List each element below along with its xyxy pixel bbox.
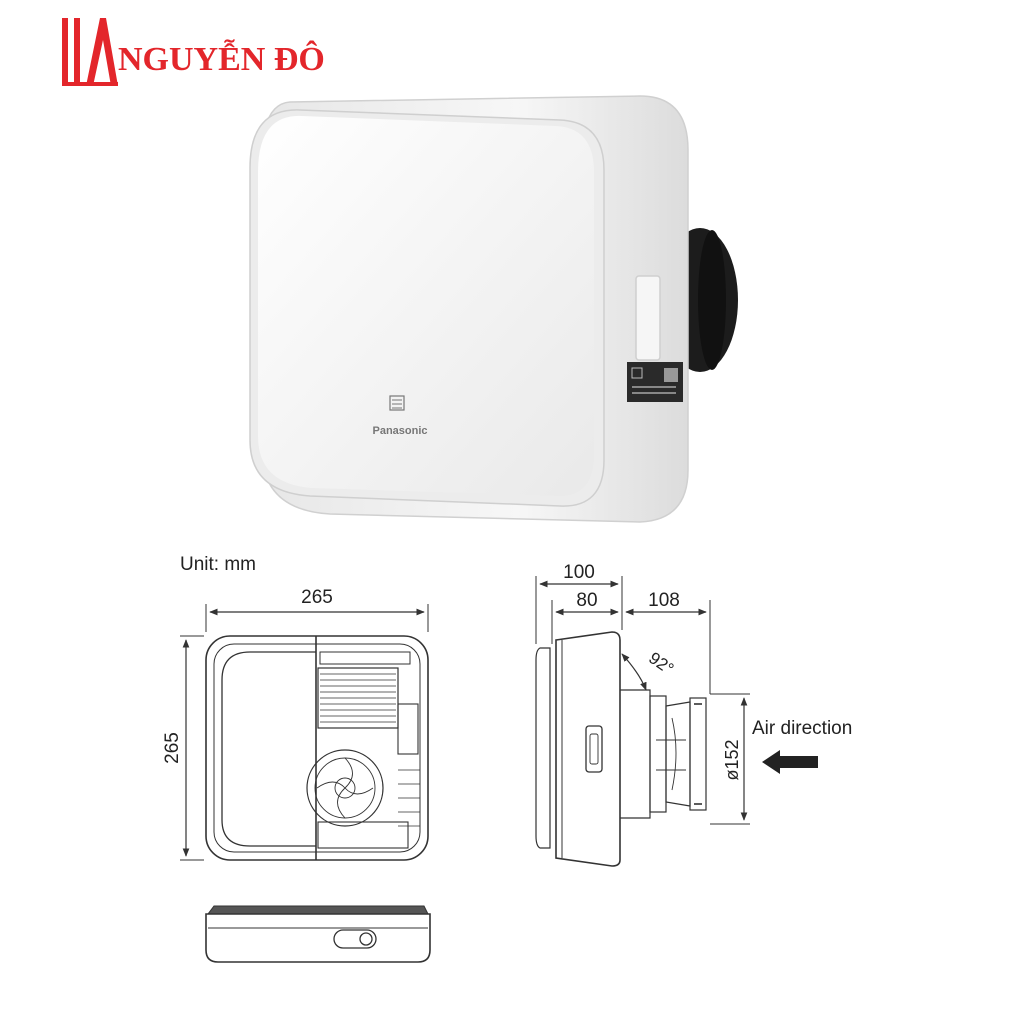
front-height-label: 265	[162, 732, 183, 764]
front-panel	[258, 115, 594, 497]
front-width-dimension: 265	[205, 587, 429, 632]
angle-label: 92°	[645, 648, 677, 678]
front-view-drawing	[205, 635, 429, 861]
side-duct-length-label: 108	[648, 590, 680, 611]
unit-label: Unit: mm	[180, 554, 256, 575]
air-direction-arrow-icon	[762, 750, 818, 774]
air-direction-label: Air direction	[752, 718, 852, 739]
side-body-depth-dimension: 80	[551, 590, 619, 644]
product-brand-label: Panasonic	[372, 425, 427, 437]
rating-label	[627, 362, 683, 402]
front-height-dimension: 265	[162, 635, 204, 861]
side-total-depth-dimension: 100	[535, 562, 623, 644]
duct-diameter-dimension: ø152	[710, 693, 750, 825]
side-duct-length-dimension: 108	[625, 590, 711, 694]
filter-door	[635, 275, 661, 361]
bottom-view-drawing	[205, 905, 431, 963]
side-body-depth-label: 80	[576, 590, 597, 611]
logo-mark-icon	[62, 18, 118, 86]
nanoe-emblem-icon	[389, 395, 405, 411]
duct-diameter-label: ø152	[722, 739, 742, 780]
product-photo: Panasonic	[249, 95, 738, 523]
side-total-depth-label: 100	[563, 562, 595, 583]
brand-name: NGUYỄN ĐÔ	[118, 39, 325, 78]
front-width-label: 265	[301, 587, 333, 608]
brand-logo: NGUYỄN ĐÔ	[62, 18, 325, 86]
side-view-drawing	[535, 631, 707, 867]
angle-indicator: 92°	[621, 648, 677, 691]
air-direction-indicator: Air direction	[752, 718, 852, 774]
